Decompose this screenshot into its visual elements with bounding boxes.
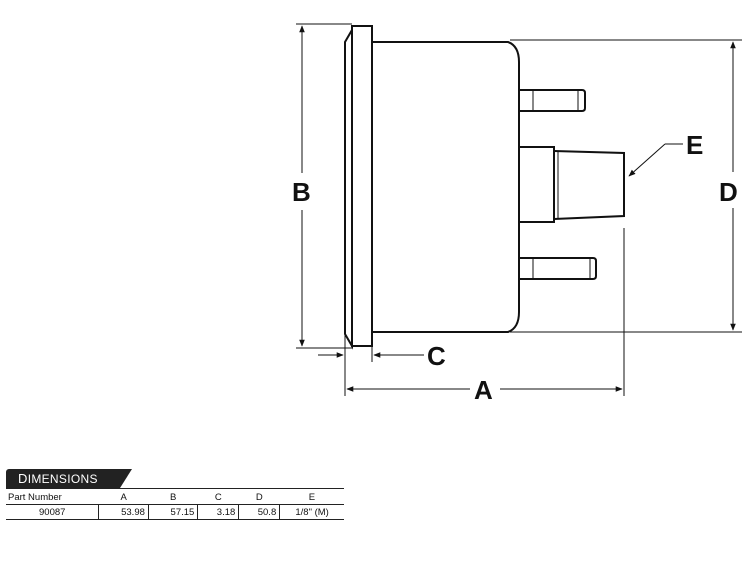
table-header-row: Part Number A B C D E — [6, 488, 344, 505]
dimension-a — [344, 228, 625, 396]
cell-e: 1/8" (M) — [279, 504, 344, 520]
dimensions-table: Part Number A B C D E 90087 53.98 57.15 … — [6, 488, 344, 520]
label-d: D — [719, 177, 738, 207]
dimensions-block: DIMENSIONS Part Number A B C D E 90087 5… — [6, 469, 346, 520]
cell-d: 50.8 — [238, 504, 280, 520]
lower-terminal — [519, 257, 597, 280]
table-row: 90087 53.98 57.15 3.18 50.8 1/8" (M) — [6, 504, 344, 520]
bezel-flange — [351, 25, 373, 347]
dimensions-title-initial: D — [18, 471, 28, 486]
fitting-base — [518, 146, 555, 223]
callout-e — [628, 143, 683, 177]
dimension-d — [510, 39, 742, 333]
cell-a: 53.98 — [98, 504, 149, 520]
gauge-case — [372, 41, 520, 333]
e-leader-diagonal — [628, 143, 666, 177]
cell-part-number: 90087 — [39, 506, 66, 518]
upper-terminal — [519, 89, 586, 112]
dimensions-title-rest: IMENSIONS — [27, 472, 98, 486]
cell-c: 3.18 — [197, 504, 239, 520]
fitting-nozzle — [553, 150, 625, 220]
label-b: B — [292, 177, 311, 207]
label-c: C — [427, 341, 446, 371]
dimension-b — [296, 23, 352, 349]
label-e: E — [686, 130, 703, 160]
header-a: A — [98, 488, 149, 505]
bezel-front-edge — [344, 26, 353, 350]
header-part-number: Part Number — [6, 488, 99, 505]
cell-b: 57.15 — [147, 504, 198, 520]
gauge-side-view-drawing: B D C A E — [292, 23, 742, 405]
gauge-outline — [344, 25, 625, 350]
label-a: A — [474, 375, 493, 405]
header-c: C — [197, 488, 239, 505]
dimension-c — [318, 318, 424, 362]
header-b: B — [148, 488, 198, 505]
dimensions-title: DIMENSIONS — [6, 469, 132, 488]
header-d: D — [238, 488, 280, 505]
header-e: E — [279, 488, 344, 505]
